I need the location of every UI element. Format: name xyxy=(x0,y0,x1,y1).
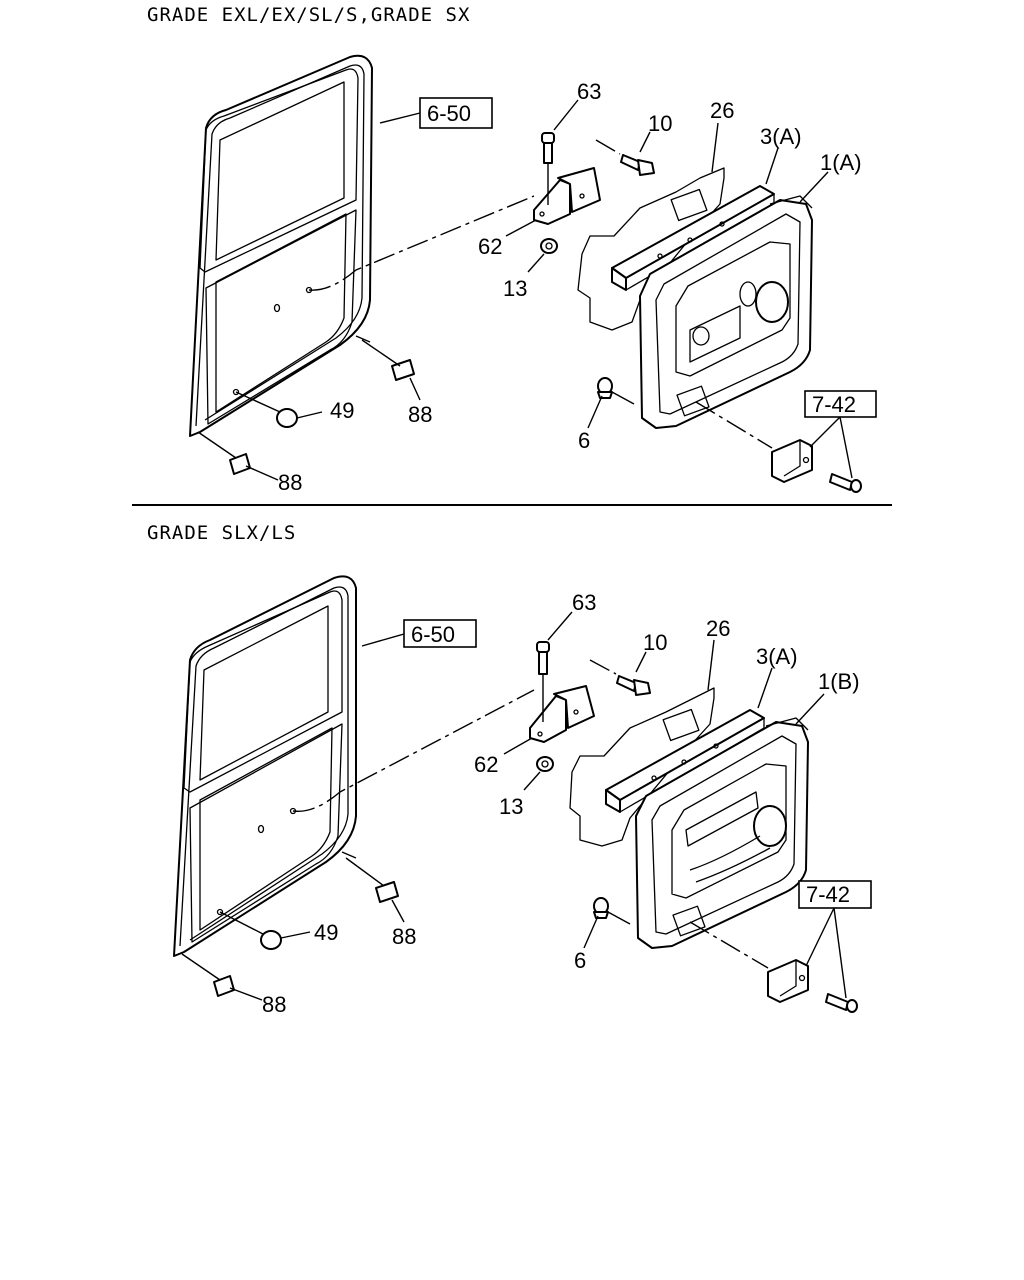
callout-88b-top: 88 xyxy=(278,470,302,495)
water-shield-26 xyxy=(577,167,725,331)
pull-bracket-block xyxy=(689,921,809,1003)
callout-6-top: 6 xyxy=(578,428,590,453)
nut-13 xyxy=(536,756,554,772)
callout-1-bottom: 1(B) xyxy=(818,669,860,694)
diagram-top: 6-50 7-42 63 10 26 3(A) 1(A) 62 13 6 49 … xyxy=(189,54,877,495)
callout-6-bottom: 6 xyxy=(574,948,586,973)
ref-door-top: 6-50 xyxy=(427,101,471,126)
push-pin-6 xyxy=(593,897,631,925)
trim-panel-1 xyxy=(635,717,809,949)
ref-bracket-top: 7-42 xyxy=(812,392,856,417)
armrest-rail-3 xyxy=(605,709,765,813)
ref-door-bottom: 6-50 xyxy=(411,622,455,647)
push-pin-6 xyxy=(597,377,635,405)
callout-63-bottom: 63 xyxy=(572,590,596,615)
callout-10-bottom: 10 xyxy=(643,630,667,655)
bolt-63 xyxy=(541,132,555,205)
clip-88-lower xyxy=(229,453,251,475)
clip-88-upper xyxy=(375,881,399,903)
pull-bracket-block xyxy=(695,401,813,483)
hinge-bracket-62 xyxy=(529,685,595,743)
callout-88b-bottom: 88 xyxy=(262,992,286,1017)
callout-63-top: 63 xyxy=(577,79,601,104)
callout-88a-top: 88 xyxy=(408,402,432,427)
armrest-rail-3 xyxy=(611,185,775,291)
diagram-bottom: 6-50 7-42 63 10 26 3(A) 1(B) 62 13 6 49 … xyxy=(173,575,872,1017)
ref-bracket-bottom: 7-42 xyxy=(806,882,850,907)
tapping-screw xyxy=(825,993,858,1013)
rear-door-panel xyxy=(189,54,373,437)
rear-door-panel xyxy=(173,575,357,957)
nut-13 xyxy=(540,238,558,254)
section-heading-bottom: GRADE SLX/LS xyxy=(147,522,297,544)
callout-88a-bottom: 88 xyxy=(392,924,416,949)
callout-3-bottom: 3(A) xyxy=(756,644,798,669)
screw-10 xyxy=(595,139,655,176)
callout-13-bottom: 13 xyxy=(499,794,523,819)
hinge-bracket-62 xyxy=(533,167,601,225)
callout-10-top: 10 xyxy=(648,111,672,136)
callout-26-bottom: 26 xyxy=(706,616,730,641)
callout-3-top: 3(A) xyxy=(760,124,802,149)
callout-62-bottom: 62 xyxy=(474,752,498,777)
tapping-screw xyxy=(829,473,862,493)
callout-49-top: 49 xyxy=(330,398,354,423)
section-heading-top: GRADE EXL/EX/SL/S,GRADE SX xyxy=(147,4,471,26)
screw-10 xyxy=(589,659,651,696)
bolt-63 xyxy=(536,641,550,722)
callout-62-top: 62 xyxy=(478,234,502,259)
water-shield-26 xyxy=(569,687,715,847)
callout-13-top: 13 xyxy=(503,276,527,301)
callout-26-top: 26 xyxy=(710,98,734,123)
plug-49 xyxy=(260,930,282,950)
trim-panel-1 xyxy=(639,195,813,429)
callout-1-top: 1(A) xyxy=(820,150,862,175)
clip-88-lower xyxy=(213,975,235,997)
callout-49-bottom: 49 xyxy=(314,920,338,945)
